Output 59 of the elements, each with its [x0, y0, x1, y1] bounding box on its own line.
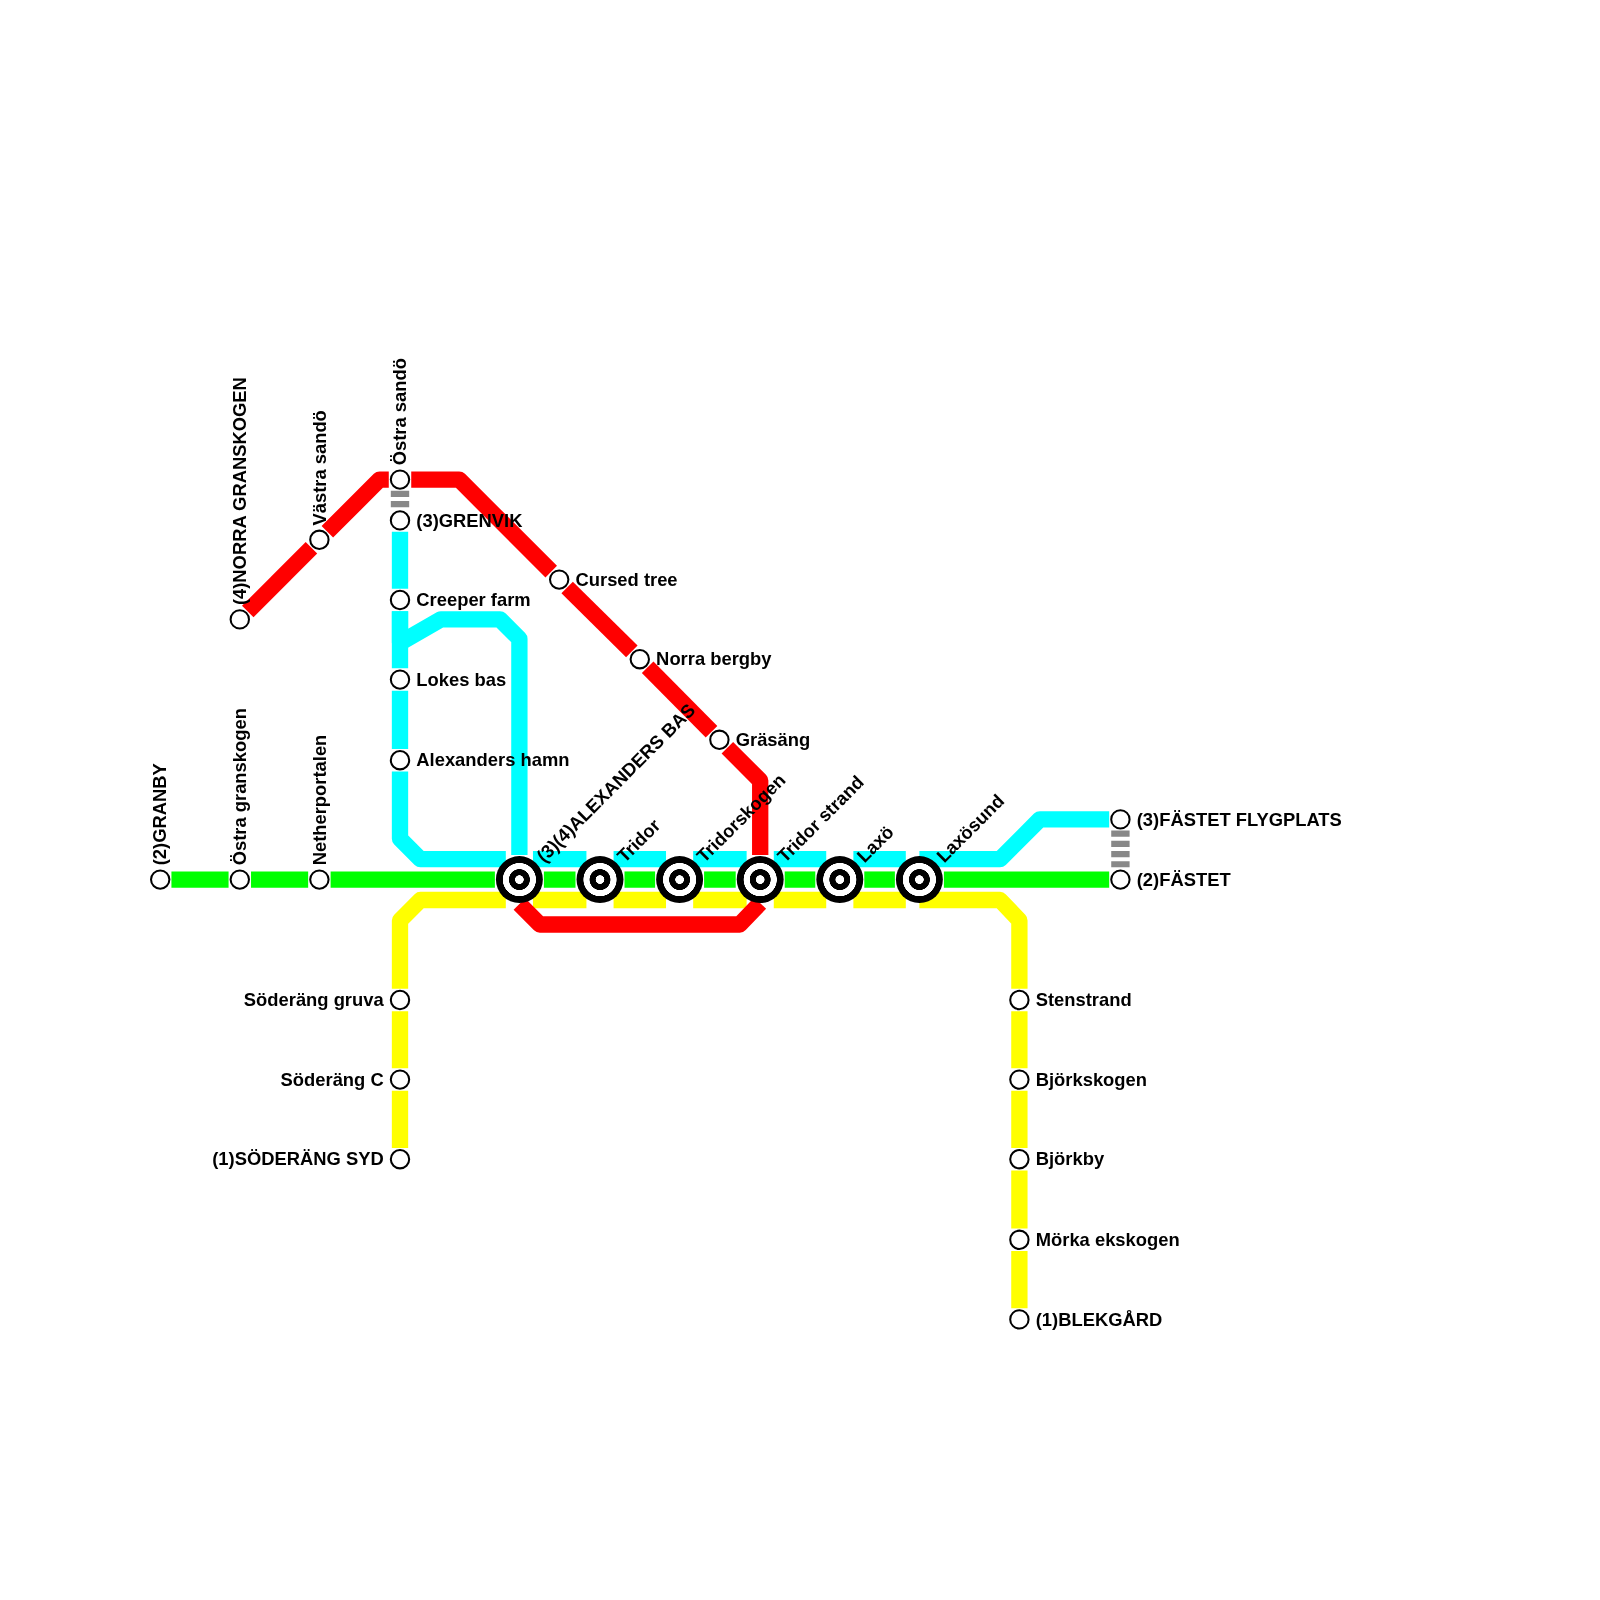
line-segment: [391, 1090, 409, 1148]
station-name: Söderäng C: [280, 1070, 384, 1089]
station-name: Cursed tree: [575, 570, 678, 589]
station-name: Lokes bas: [416, 670, 507, 689]
line-segment: [171, 871, 229, 888]
line-segment: [391, 891, 506, 989]
line-segment: [613, 851, 666, 868]
line-segment: [853, 891, 906, 909]
line-segment: [1011, 1170, 1028, 1229]
line-segment: [613, 891, 666, 909]
line-segment: [704, 871, 736, 888]
station-name: (2)GRANBY: [151, 763, 170, 866]
station-name: Netherportalen: [310, 734, 329, 866]
line-segment: [251, 871, 309, 888]
station-name: Creeper farm: [416, 590, 531, 610]
station-name: Mörka ekskogen: [1035, 1230, 1180, 1249]
line-segment: [1011, 1251, 1028, 1309]
station-name: (2)FÄSTET: [1136, 870, 1231, 889]
station-name: Söderäng gruva: [243, 990, 384, 1010]
line-segment: [721, 742, 769, 856]
line-segment: [241, 541, 318, 618]
station-name: Västra sandö: [310, 410, 329, 526]
line-segment: [1011, 1090, 1028, 1148]
line-segment: [543, 871, 576, 888]
station-name: (1)SÖDERÄNG SYD: [212, 1150, 384, 1169]
line-segment: [532, 851, 587, 868]
line-segment: [391, 690, 409, 749]
line-segment: [624, 871, 656, 888]
line-segment: [784, 871, 816, 888]
station-name: Östra granskogen: [230, 708, 249, 866]
line-segment: [693, 891, 747, 909]
transfer-link: [1111, 830, 1130, 869]
station-name: Östra sandö: [390, 358, 410, 466]
line-segment: [391, 1011, 409, 1069]
line-segment: [773, 891, 827, 909]
station-name: Björkby: [1035, 1150, 1105, 1169]
line-segment: [391, 531, 409, 589]
line-segment: [864, 871, 895, 888]
line-segment: [321, 471, 389, 538]
line-segment: [330, 871, 495, 888]
transfer-link: [390, 490, 410, 510]
station-name: Gräsäng: [735, 730, 811, 749]
station-name: (4)NORRA GRANSKOGEN: [230, 377, 249, 606]
station-name: (1)BLEKGÅRD: [1035, 1310, 1163, 1329]
station-name: Stenstrand: [1035, 990, 1132, 1010]
line-segment: [853, 851, 906, 868]
station-name: Norra bergby: [656, 650, 772, 669]
line-segment: [561, 581, 638, 658]
station-name: Björkskogen: [1035, 1070, 1147, 1089]
line-segment: [532, 891, 587, 909]
line-segment: [773, 851, 827, 868]
station-name: (3)FÄSTET FLYGPLATS: [1136, 810, 1342, 829]
line-segment: [693, 851, 747, 868]
line-segment: [1011, 1011, 1028, 1069]
line-segment: [641, 661, 718, 738]
line-segment: [391, 771, 506, 868]
line-segment: [411, 471, 557, 578]
line-segment: [943, 871, 1110, 888]
line-segment: [391, 611, 528, 856]
